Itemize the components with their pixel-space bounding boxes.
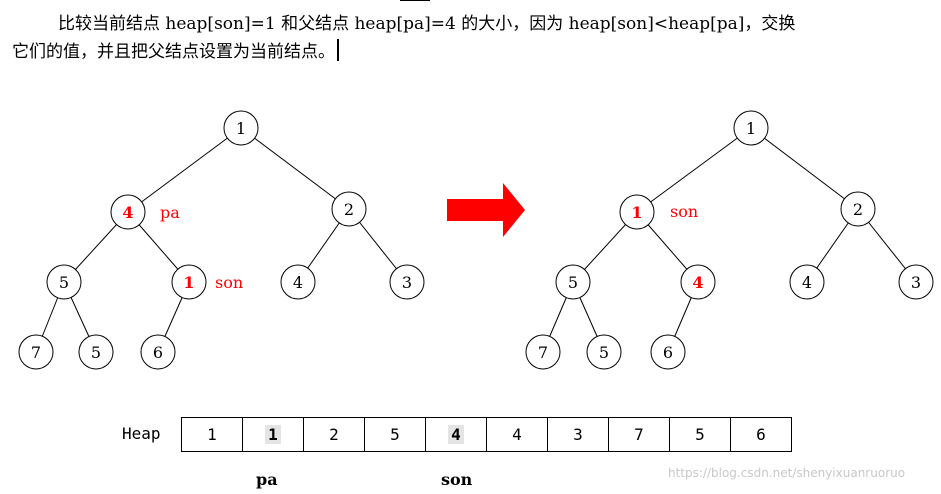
- heap-cell-7: 7: [608, 417, 670, 452]
- heap-cell-2: 2: [303, 417, 365, 452]
- right-node-4b: 4: [789, 264, 825, 300]
- left-node-3-value: 3: [402, 273, 412, 292]
- left-node-7-value: 7: [31, 343, 41, 362]
- heap-cell-3: 5: [364, 417, 426, 452]
- left-tree-edges: [35, 127, 408, 353]
- right-node-1: 1: [733, 110, 769, 146]
- heap-cell-9: 6: [730, 417, 792, 452]
- left-node-pa-value: 4: [122, 203, 133, 222]
- heap-cell-0: 1: [181, 417, 243, 452]
- description-line-1: 比较当前结点 heap[son]=1 和父结点 heap[pa]=4 的大小，因…: [58, 14, 796, 34]
- right-node-son: 1: [619, 194, 655, 230]
- left-node-5b: 5: [78, 334, 114, 370]
- left-node-1-value: 1: [236, 119, 246, 138]
- left-node-2-value: 2: [344, 200, 354, 219]
- right-node-5a: 5: [555, 264, 591, 300]
- left-node-5b-value: 5: [91, 343, 101, 362]
- right-node-6: 6: [650, 334, 686, 370]
- heap-array-row: 1 1 2 5 4 4 3 7 5 6: [181, 417, 792, 452]
- heap-array: 1 1 2 5 4 4 3 7 5 6: [181, 417, 792, 452]
- right-node-3: 3: [898, 264, 934, 300]
- heap-cell-8: 5: [669, 417, 731, 452]
- right-node-3-value: 3: [911, 273, 921, 292]
- transition-arrow-icon: [447, 183, 525, 237]
- heap-label: Heap: [122, 424, 161, 443]
- heap-cell-4: 4: [425, 417, 487, 452]
- heap-cell-1: 1: [242, 417, 304, 452]
- description-line-2: 它们的值，并且把父结点设置为当前结点。: [12, 38, 917, 66]
- top-rule: [400, 0, 430, 5]
- right-node-swapped: 4: [680, 264, 716, 300]
- right-node-5a-value: 5: [568, 273, 578, 292]
- right-node-7-value: 7: [538, 343, 548, 362]
- right-node-5b: 5: [586, 334, 622, 370]
- left-node-5a-value: 5: [59, 273, 69, 292]
- watermark: https://blog.csdn.net/shenyixuanruoruo: [668, 466, 906, 480]
- left-node-pa: 4: [110, 194, 146, 230]
- left-node-son: 1: [171, 264, 207, 300]
- left-node-2: 2: [331, 191, 367, 227]
- heap-cell-6: 3: [547, 417, 609, 452]
- left-son-label: son: [215, 273, 243, 292]
- right-node-1-value: 1: [746, 119, 756, 138]
- left-node-4b-value: 4: [293, 273, 303, 292]
- left-node-5a: 5: [46, 264, 82, 300]
- right-node-4b-value: 4: [802, 273, 812, 292]
- left-node-1: 1: [223, 110, 259, 146]
- left-node-6: 6: [140, 334, 176, 370]
- right-node-7: 7: [525, 334, 561, 370]
- heap-cell-1-value: 1: [265, 425, 281, 444]
- right-son-label: son: [670, 202, 698, 221]
- right-node-2-value: 2: [853, 200, 863, 219]
- left-node-son-value: 1: [183, 273, 194, 292]
- left-pa-label: pa: [160, 203, 180, 222]
- description-paragraph: 比较当前结点 heap[son]=1 和父结点 heap[pa]=4 的大小，因…: [12, 10, 917, 66]
- left-node-3: 3: [389, 264, 425, 300]
- heap-cell-4-value: 4: [448, 425, 464, 444]
- right-node-5b-value: 5: [599, 343, 609, 362]
- left-node-6-value: 6: [153, 343, 163, 362]
- right-tree-edges: [542, 127, 917, 353]
- heap-swap-diagram: 1 4 pa 2 5 1 son 4 3 7 5 6 1: [18, 110, 934, 370]
- right-node-6-value: 6: [663, 343, 673, 362]
- son-pointer-label: son: [441, 470, 473, 489]
- left-node-4b: 4: [280, 264, 316, 300]
- text-cursor: [337, 39, 339, 61]
- right-node-son-value: 1: [631, 203, 642, 222]
- left-node-7: 7: [18, 334, 54, 370]
- right-node-2: 2: [840, 191, 876, 227]
- pa-pointer-label: pa: [256, 470, 278, 489]
- heap-cell-5: 4: [486, 417, 548, 452]
- description-line-2-text: 它们的值，并且把父结点设置为当前结点。: [12, 42, 335, 62]
- right-node-swapped-value: 4: [692, 273, 703, 292]
